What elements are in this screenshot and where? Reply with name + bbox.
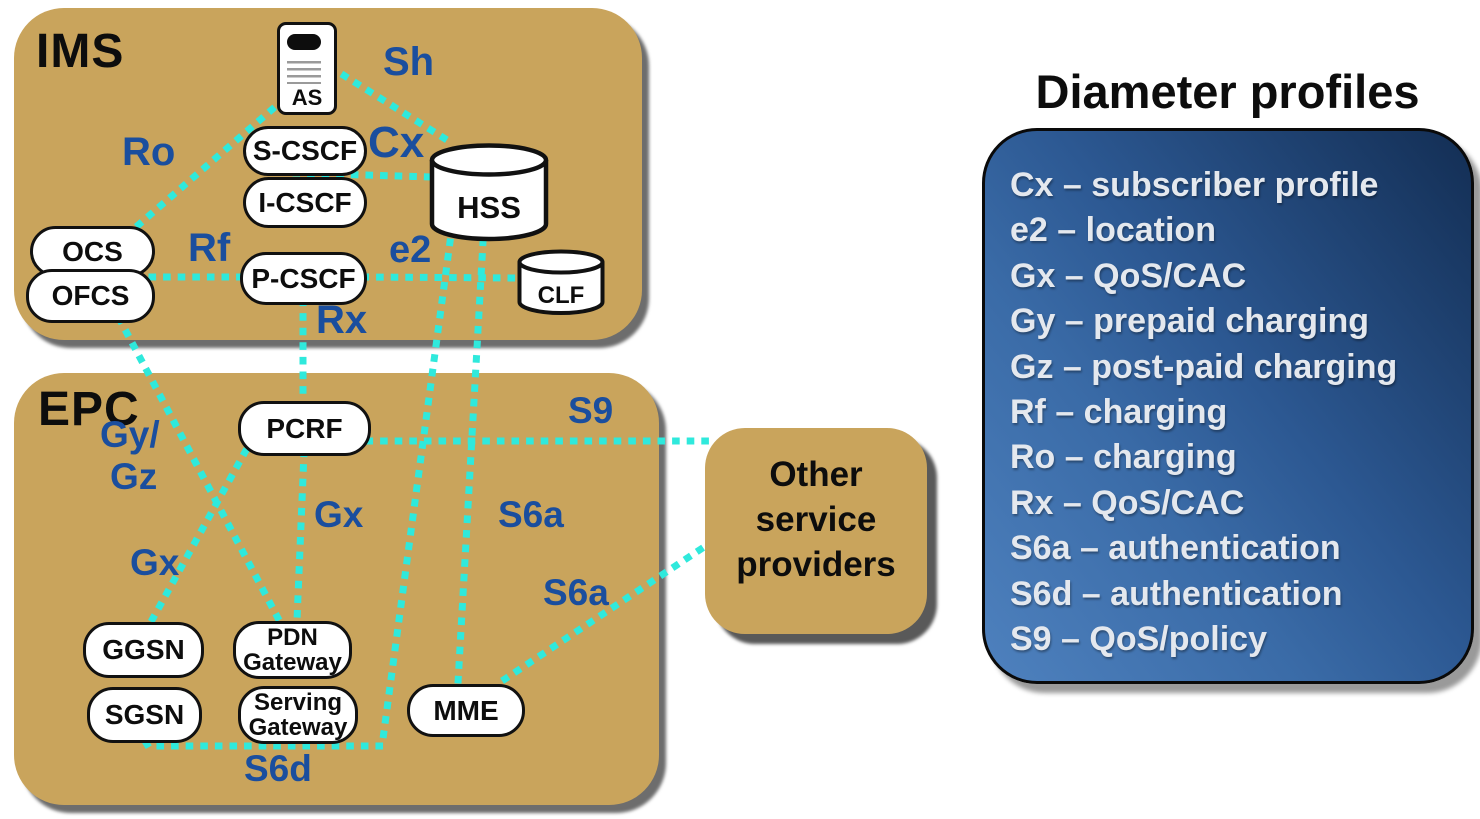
epc-region-title: EPC (38, 383, 140, 436)
other-service-providers-box (705, 428, 927, 634)
interface-label-ro: Ro (122, 130, 176, 174)
node-mme: MME (407, 684, 525, 737)
edge-s6a-mme-osp (500, 544, 706, 684)
panel-item: S6d – authentication (1010, 574, 1343, 613)
panel-item: Gy – prepaid charging (1010, 302, 1369, 341)
interface-label-cx: Cx (368, 118, 425, 167)
interface-label-s6a-osp: S6a (543, 572, 609, 613)
interface-label-gy: Gy/ (100, 414, 160, 455)
interface-label-s9: S9 (568, 390, 614, 431)
edge-gx-pcrf-ggsn (147, 447, 250, 625)
edge-gx-pcrf-pdngw (293, 449, 308, 624)
ims-region-title: IMS (36, 25, 125, 78)
node-ggsn: GGSN (83, 622, 204, 678)
panel-item: e2 – location (1010, 211, 1216, 250)
node-serving-gateway: Serving Gateway (238, 686, 358, 744)
panel-item: Gz – post-paid charging (1010, 347, 1398, 386)
as-server-icon: AS (277, 22, 337, 115)
panel-item: Rf – charging (1010, 393, 1228, 432)
clf-database-cylinder-icon: CLF (516, 248, 606, 316)
interface-label-s6d: S6d (244, 748, 312, 789)
server-slot-bar (287, 34, 321, 50)
interface-label-s6a-hss: S6a (498, 494, 564, 535)
node-ofcs: OFCS (26, 269, 155, 323)
node-pcrf: PCRF (238, 401, 371, 456)
diameter-profiles-list: Cx – subscriber profile e2 – location Gx –… (1010, 163, 1460, 662)
clf-node-label: CLF (537, 282, 585, 309)
edge-s6a-hss-mme (454, 238, 487, 687)
diameter-profiles-title: Diameter profiles (1035, 65, 1420, 118)
edge-gygz-ofcs-pdngw (115, 315, 284, 625)
interface-label-rx: Rx (316, 298, 368, 342)
interface-label-gx-ggsn: Gx (130, 542, 180, 583)
node-s-cscf: S-CSCF (243, 126, 367, 176)
edge-ro-as-ocs (131, 95, 288, 232)
other-service-providers-label: Other service providers (736, 455, 896, 584)
hss-node-label: HSS (457, 190, 521, 225)
interface-label-sh: Sh (383, 40, 435, 84)
edge-sh-as-hss (327, 63, 460, 150)
as-node-label: AS (291, 85, 323, 110)
node-p-cscf: P-CSCF (240, 252, 367, 305)
panel-item: Ro – charging (1010, 438, 1237, 477)
panel-item: Cx – subscriber profile (1010, 166, 1379, 204)
node-sgsn: SGSN (87, 687, 202, 743)
hss-database-cylinder-icon: HSS (428, 142, 550, 242)
interface-label-rf: Rf (188, 226, 231, 270)
interface-label-gz: Gz (110, 456, 158, 497)
server-vent-lines (287, 61, 321, 84)
node-i-cscf: I-CSCF (243, 177, 367, 228)
interface-label-e2: e2 (389, 229, 432, 271)
panel-item: Rx – QoS/CAC (1010, 483, 1245, 522)
panel-item: Gx – QoS/CAC (1010, 256, 1247, 295)
panel-item: S6a – authentication (1010, 529, 1341, 568)
panel-item: S9 – QoS/policy (1010, 620, 1267, 659)
node-pdn-gateway: PDN Gateway (233, 621, 352, 679)
interface-label-gx-pdn: Gx (314, 494, 364, 535)
diameter-profiles-panel (982, 128, 1474, 684)
edge-cx-scscf-hss (292, 169, 436, 181)
edge-e2-pcscf-clf (361, 273, 520, 282)
